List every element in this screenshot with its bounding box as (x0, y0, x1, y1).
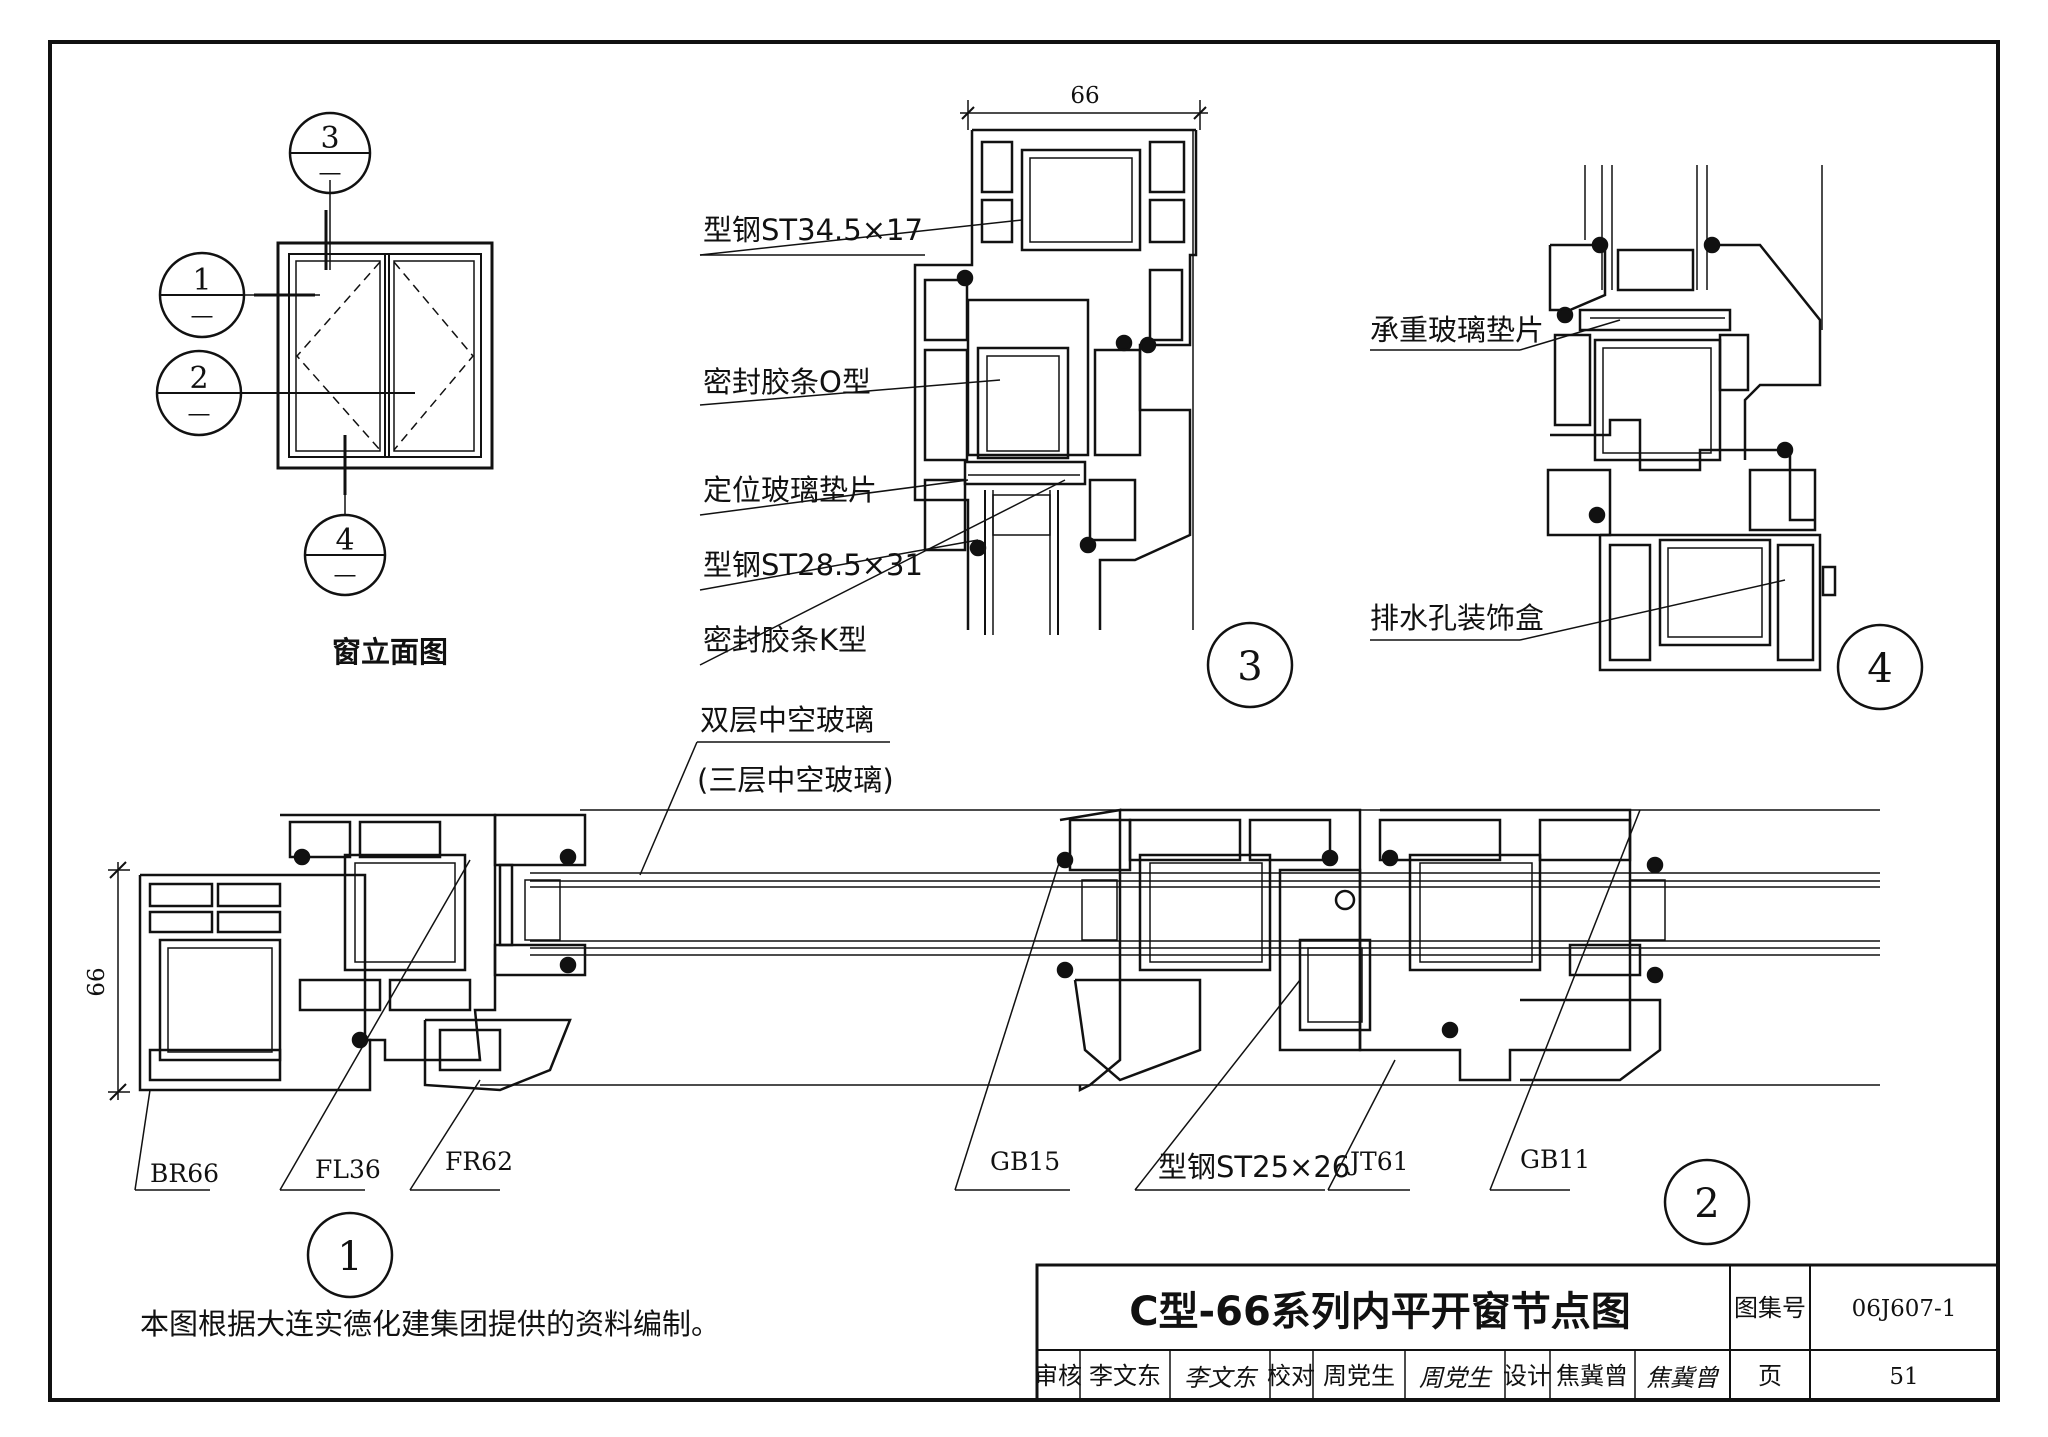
marker-4-num: 4 (335, 523, 354, 558)
drawing-border (48, 40, 2000, 1402)
source-note: 本图根据大连实德化建集团提供的资料编制。 (140, 1307, 720, 1341)
marker-2: 2 — (155, 349, 243, 437)
code-jt61: JT61 (1347, 1147, 1409, 1176)
window-elevation (240, 180, 494, 515)
marker-3-sub: — (319, 160, 342, 186)
title-block (1035, 1263, 2000, 1402)
detail-3-dimension: 66 (1070, 83, 1099, 109)
svg-text:2: 2 (1694, 1181, 1719, 1227)
detail-2-number: 2 (1663, 1158, 1751, 1246)
detail-1-number: 1 (306, 1211, 394, 1299)
detail-4-label-1: 承重玻璃垫片 (1370, 313, 1544, 347)
page-label: 页 (1758, 1362, 1782, 1390)
detail-4-drawing (1370, 165, 1837, 672)
detail-3-label-3: 定位玻璃垫片 (703, 473, 877, 507)
glass-label-2: (三层中空玻璃) (697, 763, 894, 797)
marker-3-num: 3 (320, 121, 339, 156)
detail-3-label-5: 密封胶条K型 (703, 623, 867, 657)
svg-text:1: 1 (337, 1234, 362, 1280)
detail-3-label-2: 密封胶条O型 (703, 365, 871, 399)
design-label: 设计 (1503, 1362, 1551, 1390)
elevation-title: 窗立面图 (332, 635, 448, 669)
marker-2-num: 2 (189, 361, 208, 396)
marker-4: 4 — (303, 513, 387, 597)
atlas-label: 图集号 (1734, 1294, 1806, 1322)
code-st25: 型钢ST25×26 (1158, 1150, 1350, 1184)
designer-signature: 焦冀曾 (1646, 1364, 1720, 1392)
reviewer-name: 李文东 (1089, 1362, 1161, 1390)
detail-3-label-4: 型钢ST28.5×31 (703, 548, 923, 582)
marker-4-sub: — (334, 562, 357, 588)
code-br66: BR66 (150, 1159, 219, 1188)
checker-name: 周党生 (1323, 1362, 1395, 1390)
code-fl36: FL36 (315, 1155, 381, 1184)
glass-leader (639, 741, 890, 876)
marker-2-sub: — (188, 401, 211, 427)
code-gb15: GB15 (990, 1147, 1060, 1176)
code-fr62: FR62 (445, 1147, 513, 1176)
designer-name: 焦冀曾 (1556, 1362, 1628, 1390)
detail-3-number: 3 (1206, 621, 1294, 709)
detail-3-label-1: 型钢ST34.5×17 (703, 213, 923, 247)
detail-4-label-2: 排水孔装饰盒 (1370, 601, 1544, 635)
check-label: 校对 (1267, 1362, 1315, 1390)
detail-4-number: 4 (1836, 623, 1924, 711)
marker-3: 3 — (288, 111, 372, 195)
horizontal-section-drawing (108, 808, 1880, 1191)
reviewer-signature: 李文东 (1184, 1364, 1259, 1392)
marker-1-num: 1 (192, 263, 211, 298)
marker-1-sub: — (191, 303, 214, 329)
atlas-number: 06J607-1 (1852, 1296, 1957, 1322)
detail-3-drawing (699, 100, 1208, 666)
svg-text:4: 4 (1867, 646, 1892, 692)
marker-1: 1 — (158, 251, 246, 339)
drawing-title: C型-66系列内平开窗节点图 (1129, 1289, 1631, 1335)
detail-1-dimension: 66 (84, 967, 110, 996)
glass-label-1: 双层中空玻璃 (700, 703, 874, 737)
page-number: 51 (1889, 1364, 1918, 1390)
code-gb11: GB11 (1520, 1145, 1590, 1174)
checker-signature: 周党生 (1419, 1364, 1493, 1392)
review-label: 审核 (1034, 1362, 1082, 1390)
svg-text:3: 3 (1237, 644, 1262, 690)
